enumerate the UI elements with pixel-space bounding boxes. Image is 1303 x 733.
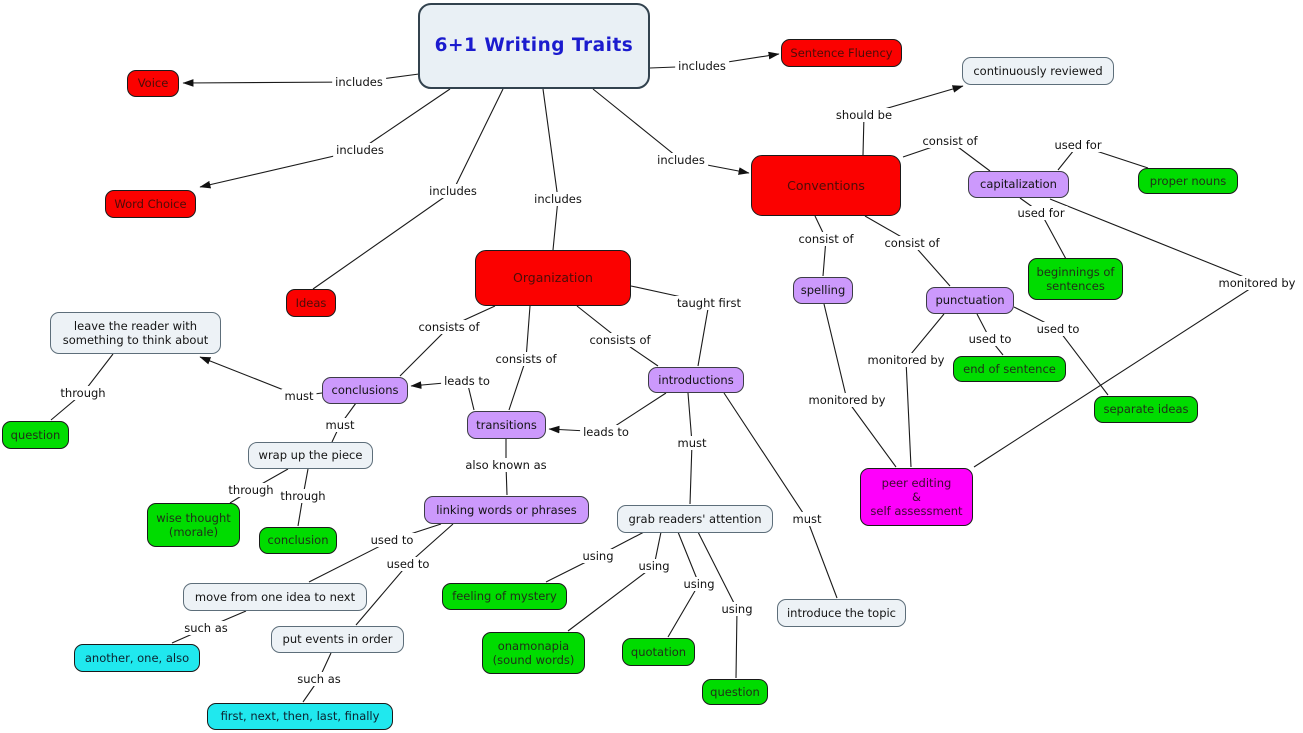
- connector: [905, 313, 945, 468]
- node-organization[interactable]: Organization: [475, 250, 631, 306]
- connector: [199, 88, 451, 189]
- connector: [399, 305, 496, 377]
- link-label-such-as[interactable]: such as: [181, 621, 231, 635]
- node-feeling-of-mystery[interactable]: feeling of mystery: [442, 583, 567, 610]
- link-label-includes[interactable]: includes: [654, 153, 708, 167]
- node-continuously-reviewed[interactable]: continuously reviewed: [962, 57, 1114, 85]
- link-label-must[interactable]: must: [322, 418, 358, 432]
- link-label-monitored-by[interactable]: monitored by: [1215, 276, 1299, 290]
- link-label-consists-of[interactable]: consists of: [492, 352, 560, 366]
- link-label-through[interactable]: through: [225, 483, 277, 497]
- node-quotation[interactable]: quotation: [622, 638, 695, 666]
- node-conventions[interactable]: Conventions: [751, 155, 901, 216]
- node-wrap-up-the-piece[interactable]: wrap up the piece: [248, 442, 373, 469]
- node-end-of-sentence[interactable]: end of sentence: [953, 356, 1066, 382]
- connector: [864, 215, 951, 287]
- link-label-includes[interactable]: includes: [426, 184, 480, 198]
- node-sentence-fluency[interactable]: Sentence Fluency: [781, 39, 902, 67]
- link-label-consists-of[interactable]: consists of: [586, 333, 654, 347]
- node-linking-words-or-phrases[interactable]: linking words or phrases: [424, 496, 589, 524]
- link-label-also-known-as[interactable]: also known as: [462, 458, 550, 472]
- node-introductions[interactable]: introductions: [648, 367, 744, 393]
- link-label-monitored-by[interactable]: monitored by: [805, 393, 889, 407]
- node-ideas[interactable]: Ideas: [286, 289, 336, 317]
- link-label-used-for[interactable]: used for: [1014, 206, 1068, 220]
- link-label-monitored-by[interactable]: monitored by: [864, 353, 948, 367]
- node-move-from-one-idea[interactable]: move from one idea to next: [183, 583, 367, 611]
- connector: [973, 198, 1261, 468]
- link-label-using[interactable]: using: [680, 577, 718, 591]
- link-label-using[interactable]: using: [579, 549, 617, 563]
- node-peer-editing-self-assessment[interactable]: peer editing & self assessment: [860, 468, 973, 526]
- link-label-such-as[interactable]: such as: [294, 672, 344, 686]
- node-writing-traits-title[interactable]: 6+1 Writing Traits: [418, 3, 650, 89]
- node-question-bottom[interactable]: question: [702, 679, 768, 705]
- link-label-should-be[interactable]: should be: [832, 108, 896, 122]
- node-separate-ideas[interactable]: separate ideas: [1094, 396, 1198, 423]
- link-label-leads-to[interactable]: leads to: [580, 425, 632, 439]
- node-another-one-also[interactable]: another, one, also: [74, 644, 200, 672]
- node-question[interactable]: question: [2, 421, 69, 449]
- link-label-through[interactable]: through: [277, 489, 329, 503]
- link-label-includes[interactable]: includes: [675, 59, 729, 73]
- link-label-taught-first[interactable]: taught first: [673, 296, 745, 310]
- link-label-consist-of[interactable]: consist of: [795, 232, 857, 246]
- link-label-must[interactable]: must: [281, 389, 317, 403]
- node-spelling[interactable]: spelling: [793, 277, 853, 304]
- link-label-must[interactable]: must: [674, 436, 710, 450]
- connector: [542, 88, 559, 251]
- link-label-using[interactable]: using: [635, 559, 673, 573]
- node-punctuation[interactable]: punctuation: [926, 287, 1014, 314]
- link-label-includes[interactable]: includes: [531, 192, 585, 206]
- connector: [823, 303, 897, 468]
- node-capitalization[interactable]: capitalization: [968, 171, 1069, 198]
- connector: [723, 392, 838, 599]
- node-onamonapia-sound-words[interactable]: onamonapia (sound words): [482, 632, 585, 674]
- link-label-consists-of[interactable]: consists of: [415, 320, 483, 334]
- link-label-used-to[interactable]: used to: [383, 557, 433, 571]
- node-grab-readers-attention[interactable]: grab readers' attention: [617, 505, 773, 533]
- link-label-includes[interactable]: includes: [332, 75, 386, 89]
- node-put-events-in-order[interactable]: put events in order: [271, 626, 404, 653]
- node-first-next-then-last-finally[interactable]: first, next, then, last, finally: [207, 703, 393, 730]
- node-proper-nouns[interactable]: proper nouns: [1138, 168, 1238, 194]
- node-introduce-the-topic[interactable]: introduce the topic: [777, 599, 906, 627]
- link-label-using[interactable]: using: [718, 602, 756, 616]
- node-leave-the-reader[interactable]: leave the reader with something to think…: [50, 312, 221, 354]
- node-conclusions[interactable]: conclusions: [322, 377, 408, 404]
- link-label-includes[interactable]: includes: [333, 143, 387, 157]
- node-voice[interactable]: Voice: [127, 70, 179, 97]
- link-label-used-to[interactable]: used to: [367, 533, 417, 547]
- node-conclusion[interactable]: conclusion: [259, 527, 337, 554]
- link-label-must[interactable]: must: [789, 512, 825, 526]
- node-wise-thought-morale[interactable]: wise thought (morale): [147, 503, 240, 547]
- link-label-consist-of[interactable]: consist of: [881, 236, 943, 250]
- node-word-choice[interactable]: Word Choice: [105, 190, 196, 218]
- link-label-used-to[interactable]: used to: [965, 332, 1015, 346]
- link-label-used-for[interactable]: used for: [1051, 138, 1105, 152]
- link-label-leads-to[interactable]: leads to: [441, 374, 493, 388]
- node-beginnings-of-sentences[interactable]: beginnings of sentences: [1028, 258, 1123, 300]
- link-label-consist-of[interactable]: consist of: [919, 134, 981, 148]
- node-transitions[interactable]: transitions: [467, 411, 546, 439]
- link-label-used-to[interactable]: used to: [1033, 322, 1083, 336]
- link-label-through[interactable]: through: [57, 386, 109, 400]
- connector: [814, 215, 827, 277]
